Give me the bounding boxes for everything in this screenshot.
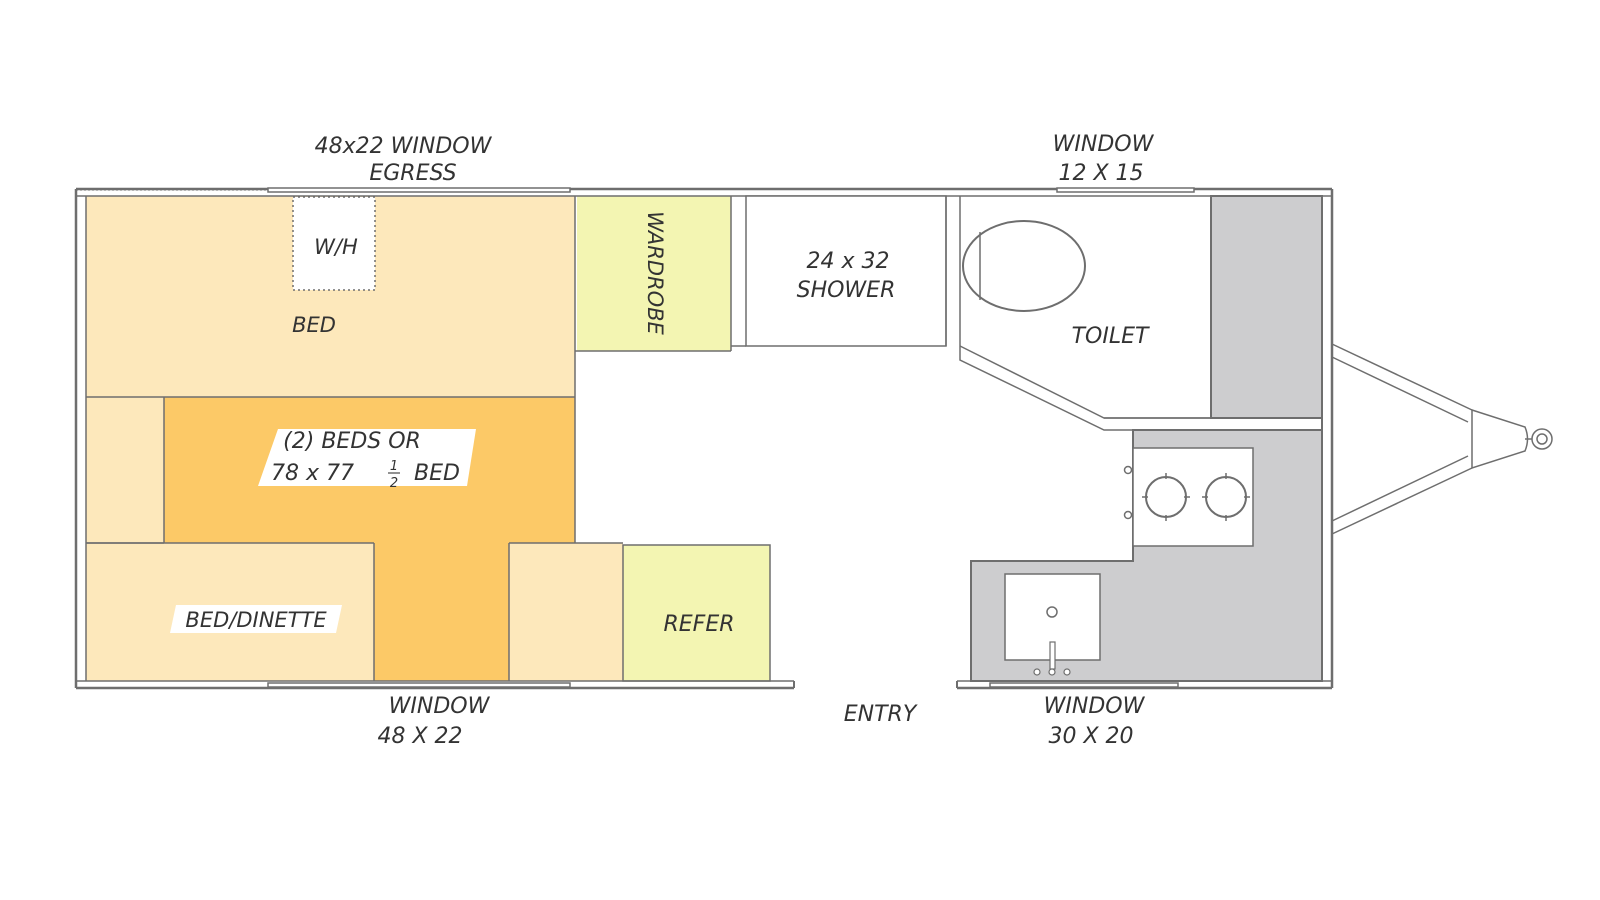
top-window-label: WINDOW xyxy=(1053,132,1155,157)
trailer-hitch xyxy=(1331,343,1553,535)
egress-window-sublabel: EGRESS xyxy=(369,161,456,186)
beds-option-label: (2) BEDS OR xyxy=(283,429,421,454)
bottom-right-window xyxy=(989,682,1179,688)
entry-label: ENTRY xyxy=(844,702,918,727)
refer-label: REFER xyxy=(663,612,734,637)
toilet-bowl xyxy=(962,220,1086,312)
shower-size: 24 x 32 xyxy=(807,249,890,274)
egress-window xyxy=(267,187,571,193)
dinette-seat xyxy=(509,543,623,681)
beds-option-fraction-den: 2 xyxy=(390,476,398,491)
water-heater xyxy=(292,196,376,291)
beds-option-lower xyxy=(374,543,509,681)
shower xyxy=(745,195,947,347)
beds-option-size: 78 x 77 xyxy=(271,461,354,486)
bed-side-panel xyxy=(86,397,164,543)
egress-window-label: 48x22 WINDOW xyxy=(315,134,493,159)
bed-label: BED xyxy=(292,313,336,337)
wardrobe-label: WARDROBE xyxy=(643,211,667,335)
bed-dinette-label: BED/DINETTE xyxy=(185,608,327,632)
bottom-right-window-label: WINDOW xyxy=(1044,694,1146,719)
top-window-size: 12 X 15 xyxy=(1058,161,1143,186)
bottom-left-window-label: WINDOW xyxy=(389,694,491,719)
shower-label: SHOWER xyxy=(797,278,896,303)
bottom-right-window-size: 30 X 20 xyxy=(1048,724,1133,749)
bottom-left-window-size: 48 X 22 xyxy=(377,724,462,749)
beds-option-suffix: BED xyxy=(414,461,460,486)
bottom-left-window xyxy=(267,682,571,688)
refer-area xyxy=(623,545,770,681)
water-heater-label: W/H xyxy=(314,235,358,259)
stove xyxy=(1132,447,1254,547)
wardrobe-area xyxy=(577,196,731,351)
beds-option-fraction-num: 1 xyxy=(390,459,398,474)
top-window xyxy=(1056,187,1195,193)
toilet-label: TOILET xyxy=(1072,324,1150,349)
